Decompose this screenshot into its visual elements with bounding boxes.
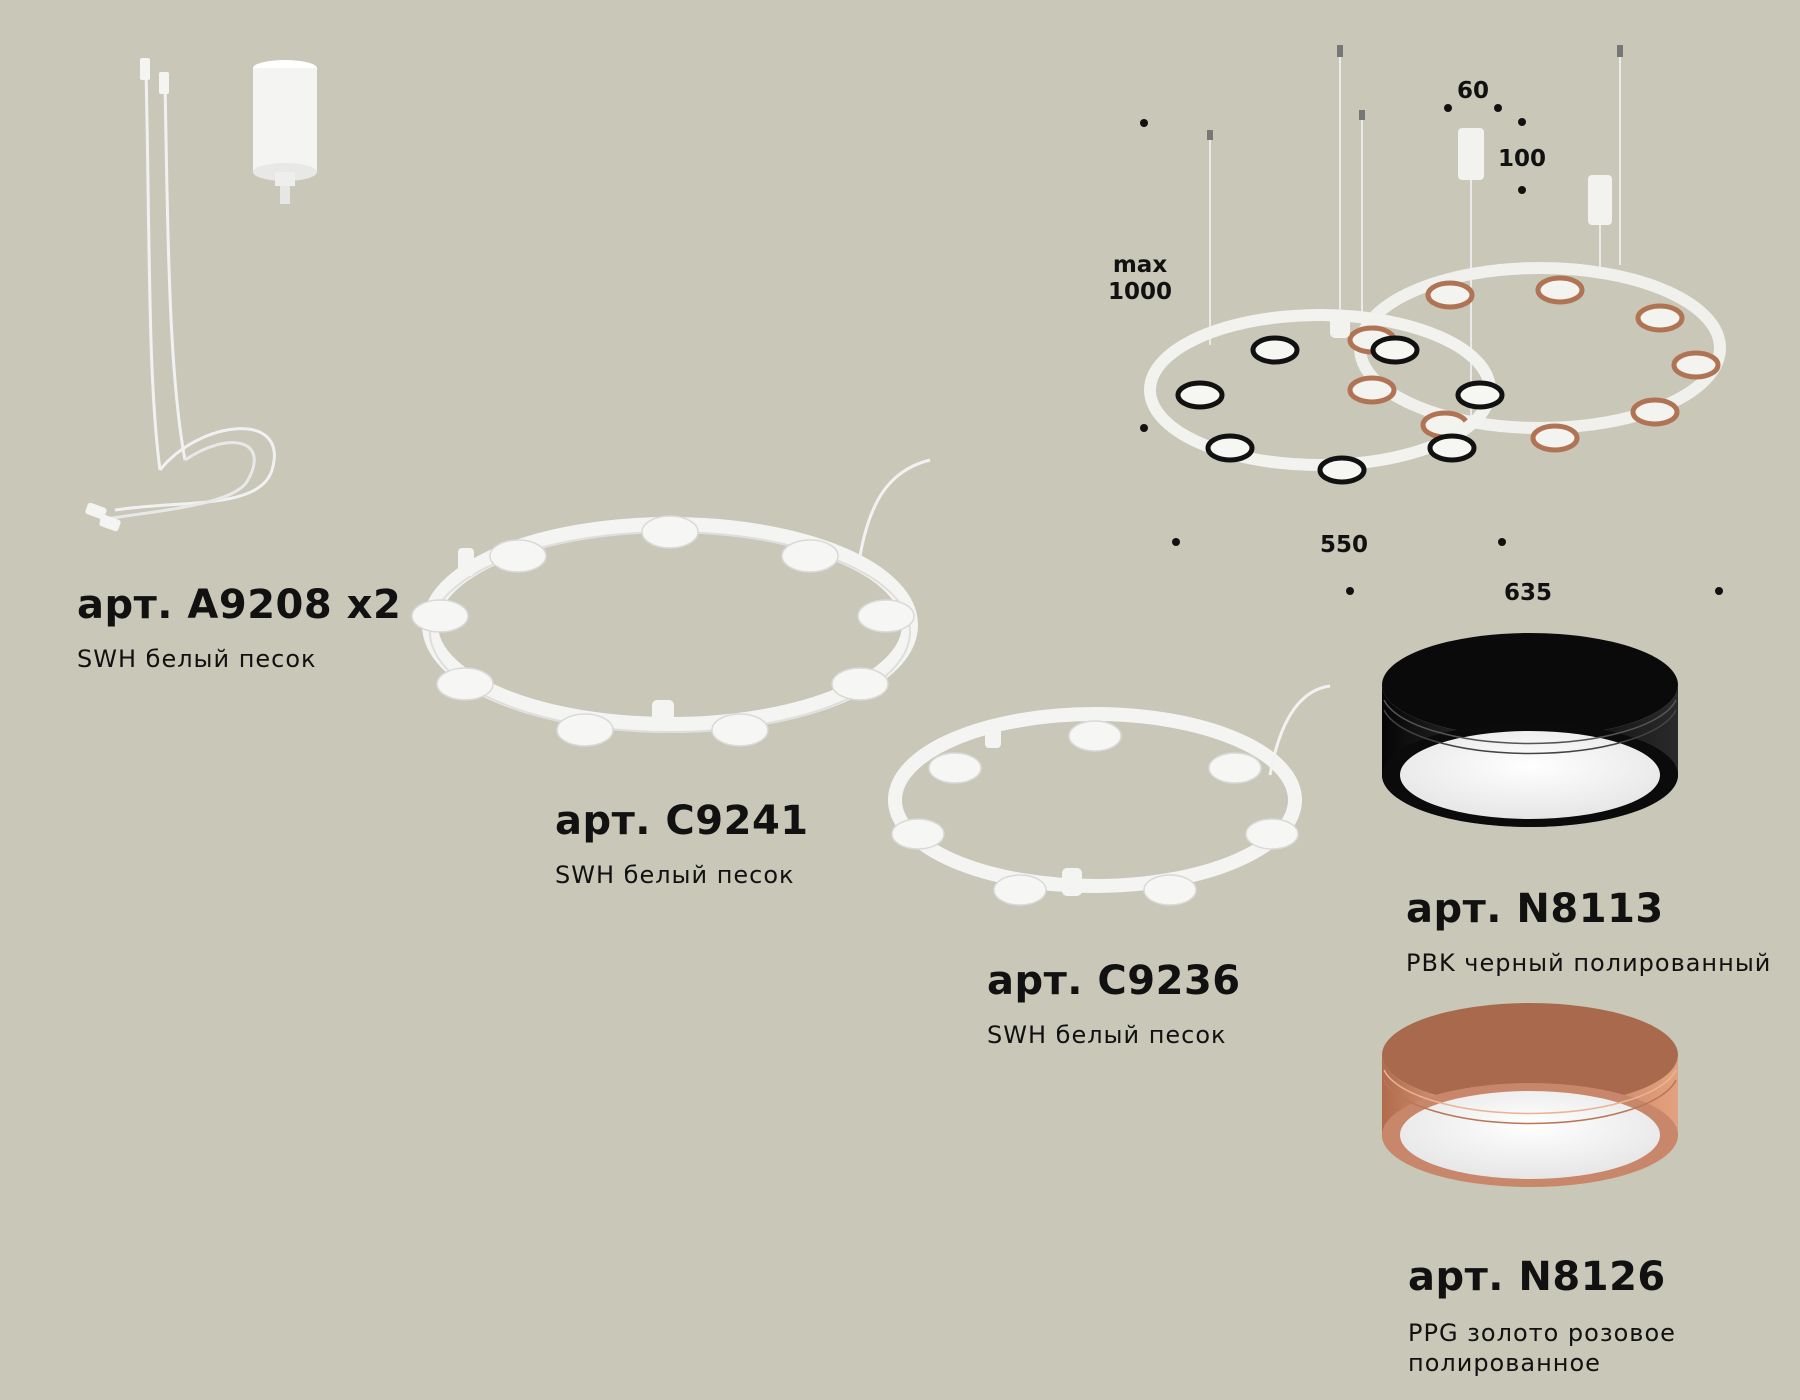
- suspension-kit-illustration: [85, 58, 317, 532]
- dimension-dot: [1715, 587, 1723, 595]
- dimension-dot: [1444, 104, 1452, 112]
- dimension-dot: [1346, 587, 1354, 595]
- product-c9241-desc: SWH белый песок: [555, 861, 795, 889]
- ring-c9236-illustration: [888, 684, 1331, 906]
- dimension-max-value: 1000: [1107, 279, 1172, 305]
- product-c9241-title: арт. C9241: [555, 798, 809, 844]
- product-n8126-title: арт. N8126: [1408, 1254, 1666, 1300]
- dimension-width-small: 550: [1319, 532, 1368, 558]
- product-n8113-desc: PBK черный полированный: [1406, 949, 1772, 977]
- dimension-dot: [1140, 119, 1148, 127]
- dimension-width-top: 60: [1456, 78, 1489, 104]
- product-a9208-desc: SWH белый песок: [77, 645, 317, 673]
- shade-n8126-illustration: [1382, 1003, 1678, 1187]
- dimension-width-large: 635: [1503, 580, 1552, 606]
- shade-n8113-illustration: [1382, 633, 1678, 827]
- dimension-max-label: max: [1112, 252, 1168, 278]
- dimension-dot: [1518, 118, 1526, 126]
- dimension-dot: [1518, 186, 1526, 194]
- product-n8126-desc-line1: PPG золото розовое: [1408, 1319, 1676, 1347]
- dimension-dot: [1140, 424, 1148, 432]
- dimension-dot: [1172, 538, 1180, 546]
- product-n8113-title: арт. N8113: [1406, 886, 1664, 932]
- product-c9236-desc: SWH белый песок: [987, 1021, 1227, 1049]
- dimension-dot: [1494, 104, 1502, 112]
- ring-c9241-illustration: [411, 458, 931, 747]
- assembled-fixture-illustration: [1144, 45, 1726, 485]
- dimension-height-top: 100: [1497, 146, 1546, 172]
- dimension-dot: [1498, 538, 1506, 546]
- product-a9208-title: арт. A9208 x2: [77, 582, 402, 628]
- product-c9236-title: арт. C9236: [987, 958, 1241, 1004]
- product-n8126-desc-line2: полированное: [1408, 1349, 1601, 1377]
